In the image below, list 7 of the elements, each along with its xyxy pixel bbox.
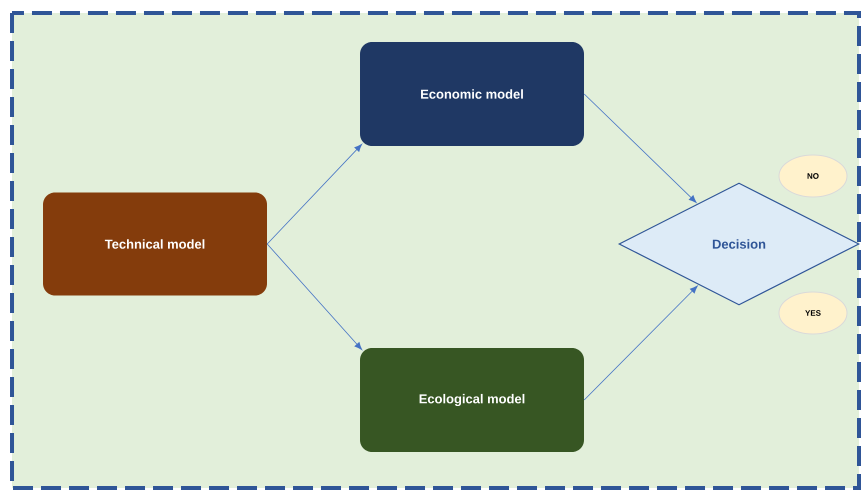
process-box: Technical model [43,192,267,296]
arrow [584,94,697,203]
process-box: Ecological model [360,348,584,452]
arrow [584,286,698,400]
process-box: Economic model [360,42,584,146]
arrow [266,244,362,350]
arrow [266,144,362,244]
